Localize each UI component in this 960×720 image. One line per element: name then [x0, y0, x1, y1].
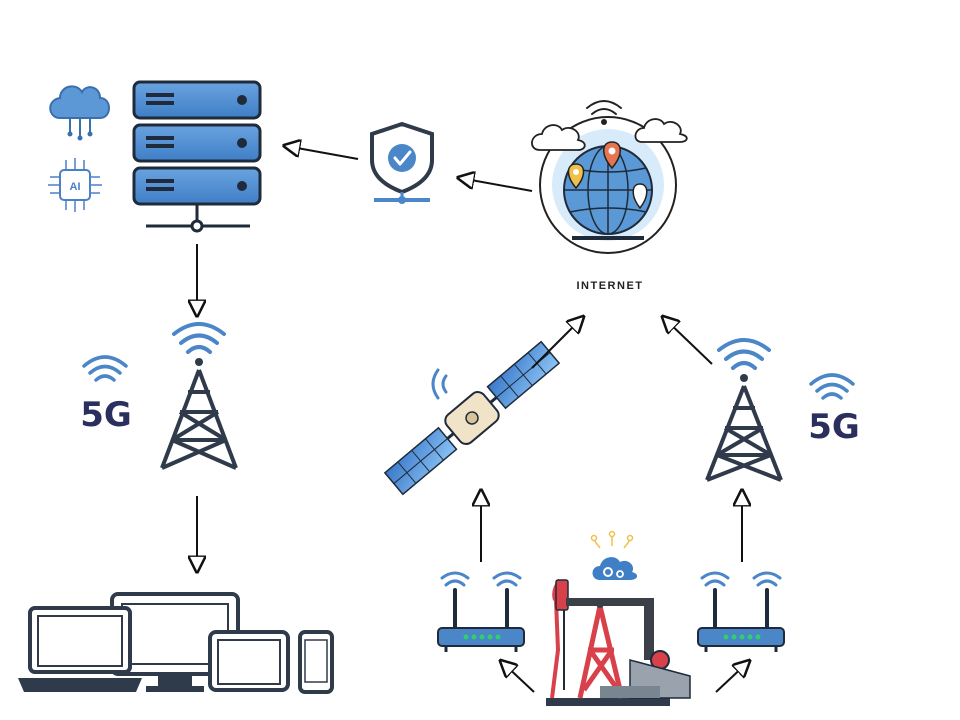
cell-tower-icon: [705, 338, 783, 482]
wifi-router-icon: [437, 571, 525, 652]
ai-chip-icon: AI: [48, 158, 102, 212]
arrow-pump-to-right-router: [715, 662, 748, 693]
badge-5g-left-text: 5G: [80, 395, 132, 435]
badge-5g-left: 5G: [80, 355, 132, 435]
oil-pumpjack-icon: [546, 578, 691, 706]
arrow-pump-to-left-router: [502, 662, 535, 693]
satellite-icon: [383, 340, 561, 496]
arrow-internet-to-security: [460, 178, 533, 192]
badge-5g-right-text: 5G: [808, 407, 860, 447]
wifi-router-icon: [697, 571, 785, 652]
cloud-network-icon: [49, 85, 110, 141]
user-devices-icon: [18, 592, 334, 694]
ai-chip-label: AI: [70, 181, 81, 193]
arrow-security-to-server: [286, 146, 359, 160]
cloud-settings-icon: [590, 530, 638, 580]
cell-tower-icon: [160, 322, 238, 470]
arrow-tower-to-internet: [664, 318, 713, 365]
badge-5g-right: 5G: [808, 373, 860, 447]
flow-arrows: [197, 146, 748, 693]
internet-label: INTERNET: [577, 280, 644, 292]
server-rack-icon: [132, 80, 262, 233]
globe-internet-icon: INTERNET: [531, 100, 688, 292]
arrow-satellite-to-internet: [531, 318, 582, 369]
shield-check-icon: [370, 121, 434, 204]
